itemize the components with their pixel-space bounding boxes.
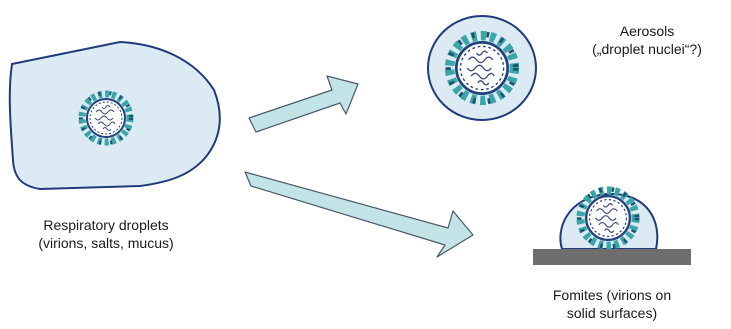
aerosols-label: Aerosols („droplet nuclei“?) xyxy=(572,22,722,58)
arrow-to-fomites xyxy=(245,172,473,257)
fomites-line1: Fomites (virions on xyxy=(531,286,693,304)
fomites-label: Fomites (virions on solid surfaces) xyxy=(531,286,693,322)
aerosols-line2: („droplet nuclei“?) xyxy=(572,40,722,58)
aerosols-line1: Aerosols xyxy=(572,22,722,40)
solid-surface xyxy=(533,249,691,265)
respiratory-droplets-line1: Respiratory droplets xyxy=(10,216,202,234)
respiratory-droplets-line2: (virions, salts, mucus) xyxy=(10,234,202,252)
arrow-to-aerosols xyxy=(249,76,358,132)
respiratory-droplets-label: Respiratory droplets (virions, salts, mu… xyxy=(10,216,202,252)
fomites-line2: solid surfaces) xyxy=(531,304,693,322)
